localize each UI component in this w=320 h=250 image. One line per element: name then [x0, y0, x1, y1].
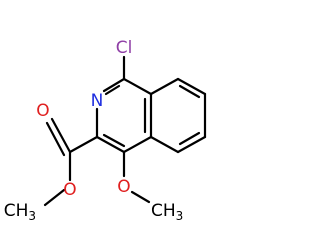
bond-c6-c5-second [178, 131, 201, 146]
methoxy-methyl-label: CH3 [151, 201, 183, 223]
bond-c8-c7-second [178, 84, 201, 99]
methoxy-methyl-text: CH [151, 201, 176, 221]
atom-carbonyl-oxygen-label: O [36, 101, 49, 121]
bond-c1-n-second [104, 84, 121, 96]
bond-c8-c7 [176, 77, 207, 96]
bond-omethoxy-ch3 [130, 190, 151, 204]
methoxy-methyl-subscript: 3 [176, 209, 184, 223]
bond-c3-c4 [95, 135, 126, 154]
atom-chlorine-label: Cl [116, 38, 133, 58]
atom-nitrogen-label: N [91, 91, 104, 111]
ester-methyl-label: CH3 [4, 201, 36, 223]
structure-canvas: Cl N O O O CH3 CH3 [4, 38, 207, 223]
bond-c5-c4a [149, 135, 180, 154]
atom-labels: Cl N O O O CH3 CH3 [4, 38, 184, 223]
bond-c8a-c1 [122, 77, 153, 96]
atom-methoxy-oxygen-label: O [117, 177, 130, 197]
bond-oester-ch3 [43, 188, 66, 207]
bond-cester-o-carbonyl-second [45, 121, 66, 157]
bond-c4-c4a [122, 135, 153, 154]
bond-c6-c5 [176, 135, 207, 154]
ester-methyl-subscript: 3 [28, 209, 36, 223]
bond-cester-o-carbonyl [50, 117, 72, 154]
bond-c3-c4-second [102, 133, 126, 148]
ester-methyl-text: CH [4, 201, 29, 221]
bond-c8a-c8 [149, 77, 180, 96]
bonds [43, 55, 207, 207]
molecule-structure: Cl N O O O CH3 CH3 [4, 38, 207, 223]
bond-c1-n [102, 77, 126, 93]
bond-c3-cester [68, 135, 99, 154]
atom-ester-oxygen-label: O [63, 180, 76, 200]
